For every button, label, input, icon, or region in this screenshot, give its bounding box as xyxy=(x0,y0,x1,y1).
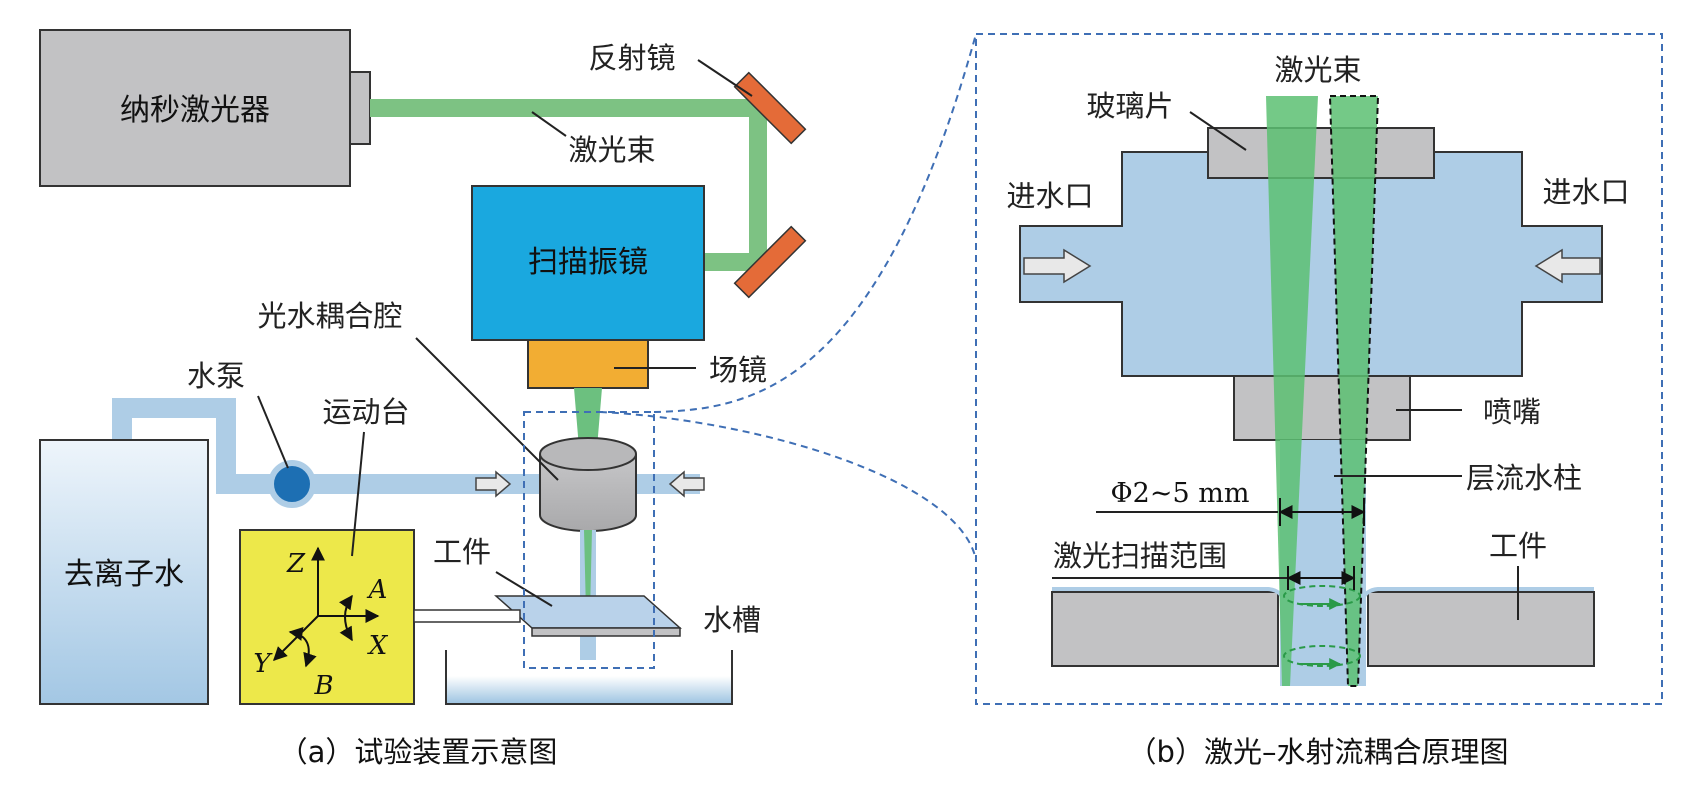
field-lens-box xyxy=(527,339,649,389)
axis-y-label: Y xyxy=(253,649,273,679)
inlet-arrow-right xyxy=(1534,248,1601,284)
di-water-tank xyxy=(39,439,209,705)
water-tank xyxy=(445,650,733,705)
inflow-arrow-right xyxy=(668,470,705,498)
motion-stage-leader xyxy=(351,431,365,557)
inlet-left-label: 进水口 xyxy=(1006,179,1093,213)
jet-beam xyxy=(584,530,592,612)
workpiece-label: 工件 xyxy=(433,535,491,569)
coupling-chamber xyxy=(539,437,637,532)
water-column-label: 层流水柱 xyxy=(1466,461,1582,495)
glass-leader xyxy=(1189,111,1247,151)
axis-x-label: X xyxy=(367,631,389,661)
zoom-connector-bottom xyxy=(599,411,977,561)
caption-a: （a）试验装置示意图 xyxy=(279,735,558,769)
laser-beam-dashed xyxy=(1328,95,1380,687)
nozzle-block xyxy=(1233,375,1411,441)
stage-arm xyxy=(413,609,521,623)
laser-beam-path xyxy=(370,99,767,271)
mirror-leader xyxy=(697,59,753,97)
inlet-right-label: 进水口 xyxy=(1542,175,1629,209)
workpiece-left xyxy=(1051,591,1279,667)
workpiece-right xyxy=(1367,591,1595,667)
inflow-arrow-left xyxy=(475,470,512,498)
panel-b: 玻璃片 喷嘴 工件 激光束 进水口 进水口 层流水柱 xyxy=(975,33,1663,769)
axis-z-label: Z xyxy=(286,549,306,579)
mirror-bottom xyxy=(733,225,807,299)
field-lens-label: 场镜 xyxy=(709,353,767,387)
laser-source-box xyxy=(39,29,351,187)
mirror-top xyxy=(733,71,807,145)
nozzle-label: 喷嘴 xyxy=(1483,395,1541,429)
workpiece-plate xyxy=(494,595,682,629)
scan-arcs xyxy=(1283,585,1361,667)
diameter-label: Φ2~5 mm xyxy=(1111,478,1250,509)
scanner-label: 扫描振镜 xyxy=(528,245,648,280)
glass-plate xyxy=(1207,127,1435,179)
workpiece-b-label: 工件 xyxy=(1489,529,1547,563)
pump-circle xyxy=(268,460,316,508)
glass-label: 玻璃片 xyxy=(1086,89,1173,123)
laser-beam-solid xyxy=(1266,96,1318,686)
zoom-box xyxy=(523,411,655,669)
axis-b-label: B xyxy=(313,671,333,701)
panel-a: 纳秒激光器 反射镜 激光束 扫描振镜 场镜 水泵 光水耦合腔 xyxy=(39,29,807,769)
motion-stage-label: 运动台 xyxy=(322,395,409,429)
coupling-chamber-leader xyxy=(415,337,559,481)
di-water-label: 去离子水 xyxy=(64,557,184,592)
laser-output-port xyxy=(349,71,371,145)
laser-beam-b-label: 激光束 xyxy=(1274,53,1361,87)
pump-label: 水泵 xyxy=(187,359,245,393)
axes-icon xyxy=(273,546,380,668)
coupling-chamber-label: 光水耦合腔 xyxy=(257,299,402,333)
water-pipe xyxy=(112,398,700,494)
laser-beam-leader xyxy=(531,111,567,137)
water-tank-label: 水槽 xyxy=(703,603,761,637)
scan-range-label: 激光扫描范围 xyxy=(1053,539,1227,573)
axis-a-label: A xyxy=(367,575,388,605)
panel-b-border xyxy=(975,33,1663,705)
laser-beam-label: 激光束 xyxy=(568,133,655,167)
workpiece-edge xyxy=(531,627,681,637)
laser-source-label: 纳秒激光器 xyxy=(120,93,270,128)
inlet-arrow-left xyxy=(1023,248,1092,284)
mirror-label: 反射镜 xyxy=(588,41,675,75)
caption-b: （b）激光–水射流耦合原理图 xyxy=(1128,735,1509,769)
water-chamber xyxy=(1019,151,1603,377)
scanner-box xyxy=(471,185,705,341)
pump-leader xyxy=(257,395,289,469)
